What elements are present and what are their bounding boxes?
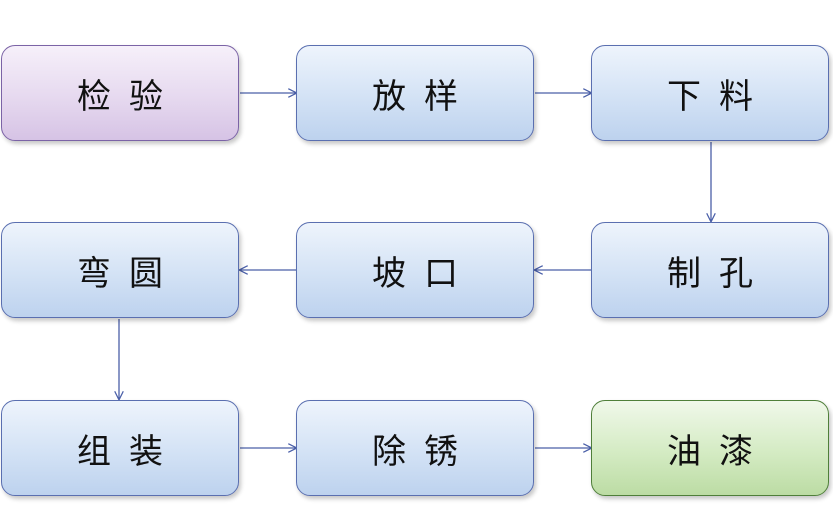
node-drilling: 制孔 (591, 222, 829, 318)
node-derust-label: 除锈 (372, 431, 476, 472)
node-bevel-label: 坡口 (372, 253, 476, 294)
node-painting-label: 油漆 (667, 431, 771, 472)
node-drilling-label: 制孔 (667, 253, 771, 294)
node-painting: 油漆 (591, 400, 829, 496)
node-inspect: 检验 (1, 45, 239, 141)
node-derust: 除锈 (296, 400, 534, 496)
node-bending-label: 弯圆 (77, 253, 181, 294)
node-inspect-label: 检验 (77, 76, 181, 117)
node-assembly-label: 组装 (77, 431, 181, 472)
node-blanking-label: 下料 (667, 76, 771, 117)
node-assembly: 组装 (1, 400, 239, 496)
node-layout-label: 放样 (372, 76, 476, 117)
node-bending: 弯圆 (1, 222, 239, 318)
node-layout: 放样 (296, 45, 534, 141)
node-blanking: 下料 (591, 45, 829, 141)
node-bevel: 坡口 (296, 222, 534, 318)
